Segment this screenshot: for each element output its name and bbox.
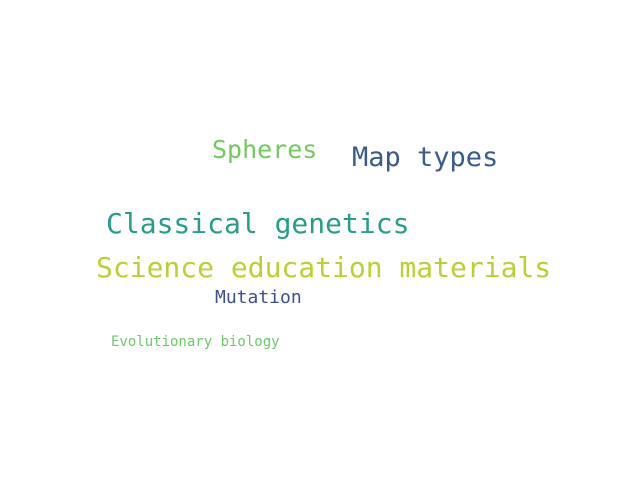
- word-science-education-materials: Science education materials: [96, 251, 552, 284]
- word-spheres: Spheres: [212, 135, 318, 164]
- word-map-types: Map types: [352, 142, 499, 173]
- word-evolutionary-biology: Evolutionary biology: [111, 334, 280, 350]
- word-mutation: Mutation: [215, 287, 302, 308]
- word-classical-genetics: Classical genetics: [106, 207, 410, 240]
